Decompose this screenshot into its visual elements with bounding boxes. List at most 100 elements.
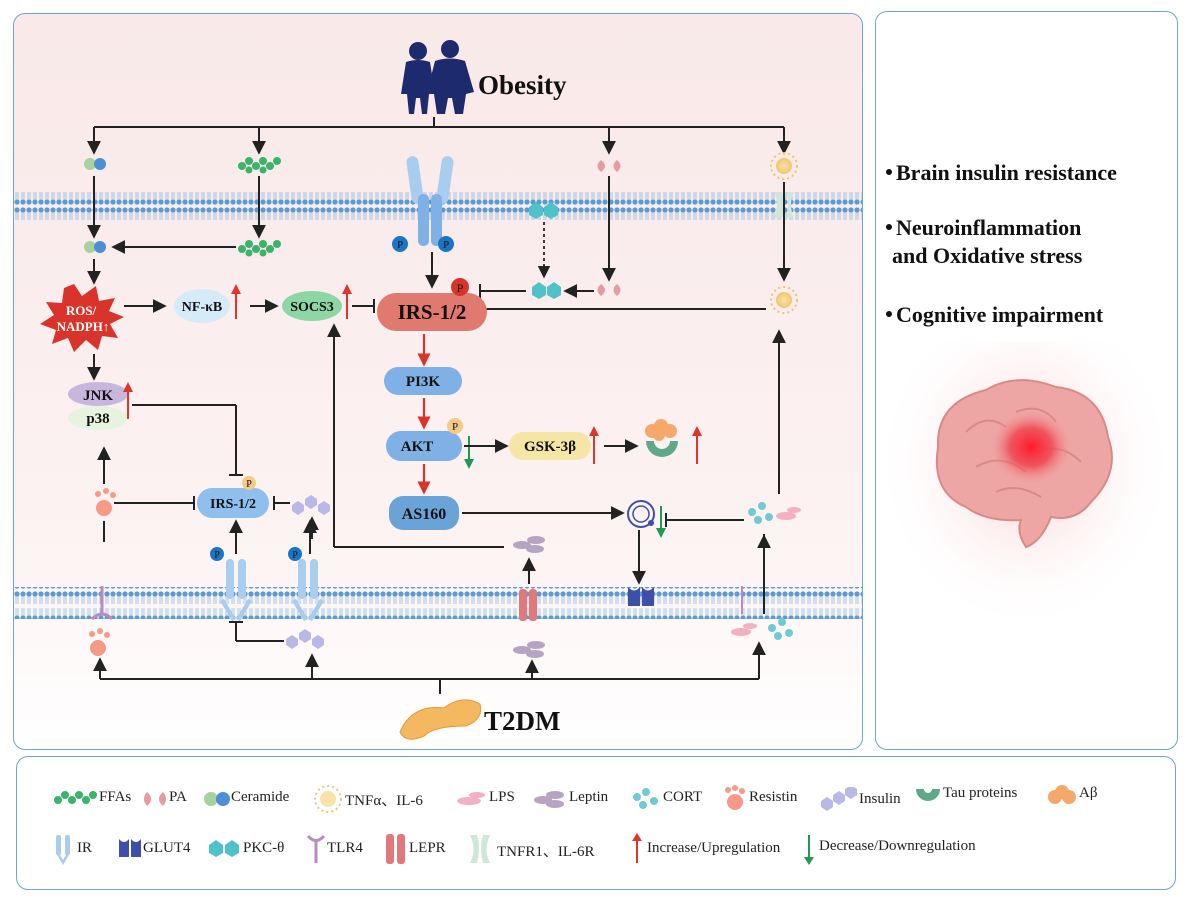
legend-item-insulin: Insulin (819, 787, 901, 811)
svg-text:P: P (292, 550, 298, 561)
decrease-arrow-icon (804, 835, 814, 865)
jnk-p38-node: JNK p38 (68, 382, 128, 430)
ceramide-icon (204, 792, 230, 806)
tnf-il6-icon (770, 286, 798, 314)
insulin-receptor-icon (220, 559, 324, 621)
svg-text:GSK-3β: GSK-3β (524, 439, 576, 455)
insulin-icon (286, 629, 324, 649)
cort-icon (768, 618, 793, 640)
akt-node: AKT P (386, 418, 463, 461)
legend-item-glut4: GLUT4 (117, 837, 191, 857)
insulin-receptor-icon (56, 835, 70, 865)
irs-main-node: IRS-1/2 P (377, 278, 487, 331)
tnf-il6-icon (314, 785, 342, 813)
outcome-cognitive-impairment: Cognitive impairment (886, 302, 1103, 328)
svg-text:JNK: JNK (83, 388, 113, 404)
lepr-receptor-icon (386, 834, 405, 864)
legend-item-ceramide: Ceramide (203, 789, 289, 806)
ceramide-icon (84, 158, 106, 170)
ros-nadph-burst: ROS/ NADPH↑ (40, 284, 124, 352)
socs3-node: SOCS3 (282, 291, 342, 321)
cort-icon (633, 788, 658, 809)
tau-protein-icon (646, 441, 678, 457)
insulin-icon (292, 495, 330, 515)
legend-item-increase: Increase/Upregulation (631, 833, 780, 863)
pkc-theta-icon (532, 282, 561, 299)
lps-icon (457, 792, 485, 805)
svg-text:IRS-1/2: IRS-1/2 (210, 497, 256, 512)
lps-icon (776, 507, 801, 520)
svg-text:IRS-1/2: IRS-1/2 (398, 300, 467, 324)
glut4-icon (119, 839, 141, 857)
tau-protein-icon (916, 789, 940, 801)
glut4-transporter-icon (628, 587, 654, 606)
phospho-icon: P P (392, 236, 454, 252)
svg-text:P: P (457, 281, 464, 295)
tlr4-receptor-icon (306, 834, 326, 863)
legend-item-cort: CORT (631, 787, 702, 809)
outcome-neuroinflammation: Neuroinflammation (886, 215, 1081, 241)
resistin-icon (725, 785, 745, 810)
legend-item-ffas: FFAs (53, 789, 131, 806)
legend-panel: FFAs PA Ceramide TNFα、IL-6 LPS Leptin CO… (16, 756, 1176, 890)
ffas-icon (54, 791, 97, 804)
ceramide-icon (84, 241, 106, 253)
irs-lower-node: IRS-1/2 P (197, 476, 269, 518)
ffas-icon (238, 240, 281, 257)
legend-item-tlr4: TLR4 (305, 833, 363, 863)
as160-node: AS160 (389, 496, 459, 530)
nfkb-node: NF-κB (174, 289, 230, 323)
t2dm-label: T2DM (484, 706, 561, 736)
legend-item-resistin: Resistin (723, 785, 797, 810)
brain-icon (876, 342, 1176, 632)
svg-text:P: P (246, 479, 252, 490)
outcome-oxidative-stress: and Oxidative stress (892, 243, 1083, 268)
obesity-label: Obesity (478, 70, 567, 100)
legend-item-tnfr: TNFR1、IL-6R (467, 833, 595, 863)
pkc-theta-icon (209, 840, 239, 857)
svg-text:NADPH↑: NADPH↑ (57, 319, 110, 334)
svg-text:P: P (452, 421, 458, 433)
legend-item-tau: Tau proteins (915, 785, 1017, 802)
pa-icon (597, 160, 621, 172)
resistin-icon (89, 628, 110, 656)
abeta-icon (645, 419, 677, 441)
svg-text:SOCS3: SOCS3 (290, 300, 334, 315)
tnfr-receptor-icon (470, 835, 490, 863)
svg-text:P: P (443, 239, 449, 251)
legend-item-tnf-il6: TNFα、IL-6 (313, 785, 423, 813)
abeta-icon (1048, 785, 1076, 804)
obesity-silhouette-icon (401, 40, 474, 114)
tnfr-receptor-icon (774, 192, 794, 218)
legend-item-lps: LPS (455, 789, 515, 806)
pa-icon (144, 792, 166, 806)
phospho-icon: P P (210, 547, 302, 561)
legend-item-lepr: LEPR (383, 833, 446, 864)
insulin-receptor-icon (406, 156, 454, 246)
svg-text:p38: p38 (86, 411, 109, 427)
svg-text:NF-κB: NF-κB (182, 300, 222, 315)
svg-text:ROS/: ROS/ (66, 303, 97, 318)
pi3k-node: PI3K (384, 367, 462, 395)
legend-item-ir: IR (53, 835, 92, 865)
lps-icon (731, 623, 757, 636)
leptin-icon (534, 791, 564, 808)
resistin-icon (95, 488, 116, 516)
ffas-icon (238, 157, 281, 174)
legend-item-pkc: PKC-θ (207, 837, 284, 857)
glut4-vesicle-icon (627, 500, 655, 528)
tlr4-receptor-icon (90, 586, 114, 621)
svg-text:P: P (214, 550, 220, 561)
legend-item-decrease: Decrease/Downregulation (803, 833, 976, 865)
lepr-receptor-icon (519, 589, 537, 621)
svg-text:AS160: AS160 (402, 506, 446, 523)
pa-icon (597, 284, 621, 296)
lower-membrane (14, 587, 862, 619)
cort-icon (748, 502, 773, 524)
pathway-diagram-panel: Obesity P P (13, 13, 863, 750)
pathway-diagram: Obesity P P (14, 40, 862, 740)
outcomes-panel: Brain insulin resistance Neuroinflammati… (875, 11, 1178, 750)
legend-item-leptin: Leptin (533, 789, 608, 808)
legend-item-pa: PA (141, 789, 187, 806)
gsk3b-node: GSK-3β (509, 432, 591, 460)
